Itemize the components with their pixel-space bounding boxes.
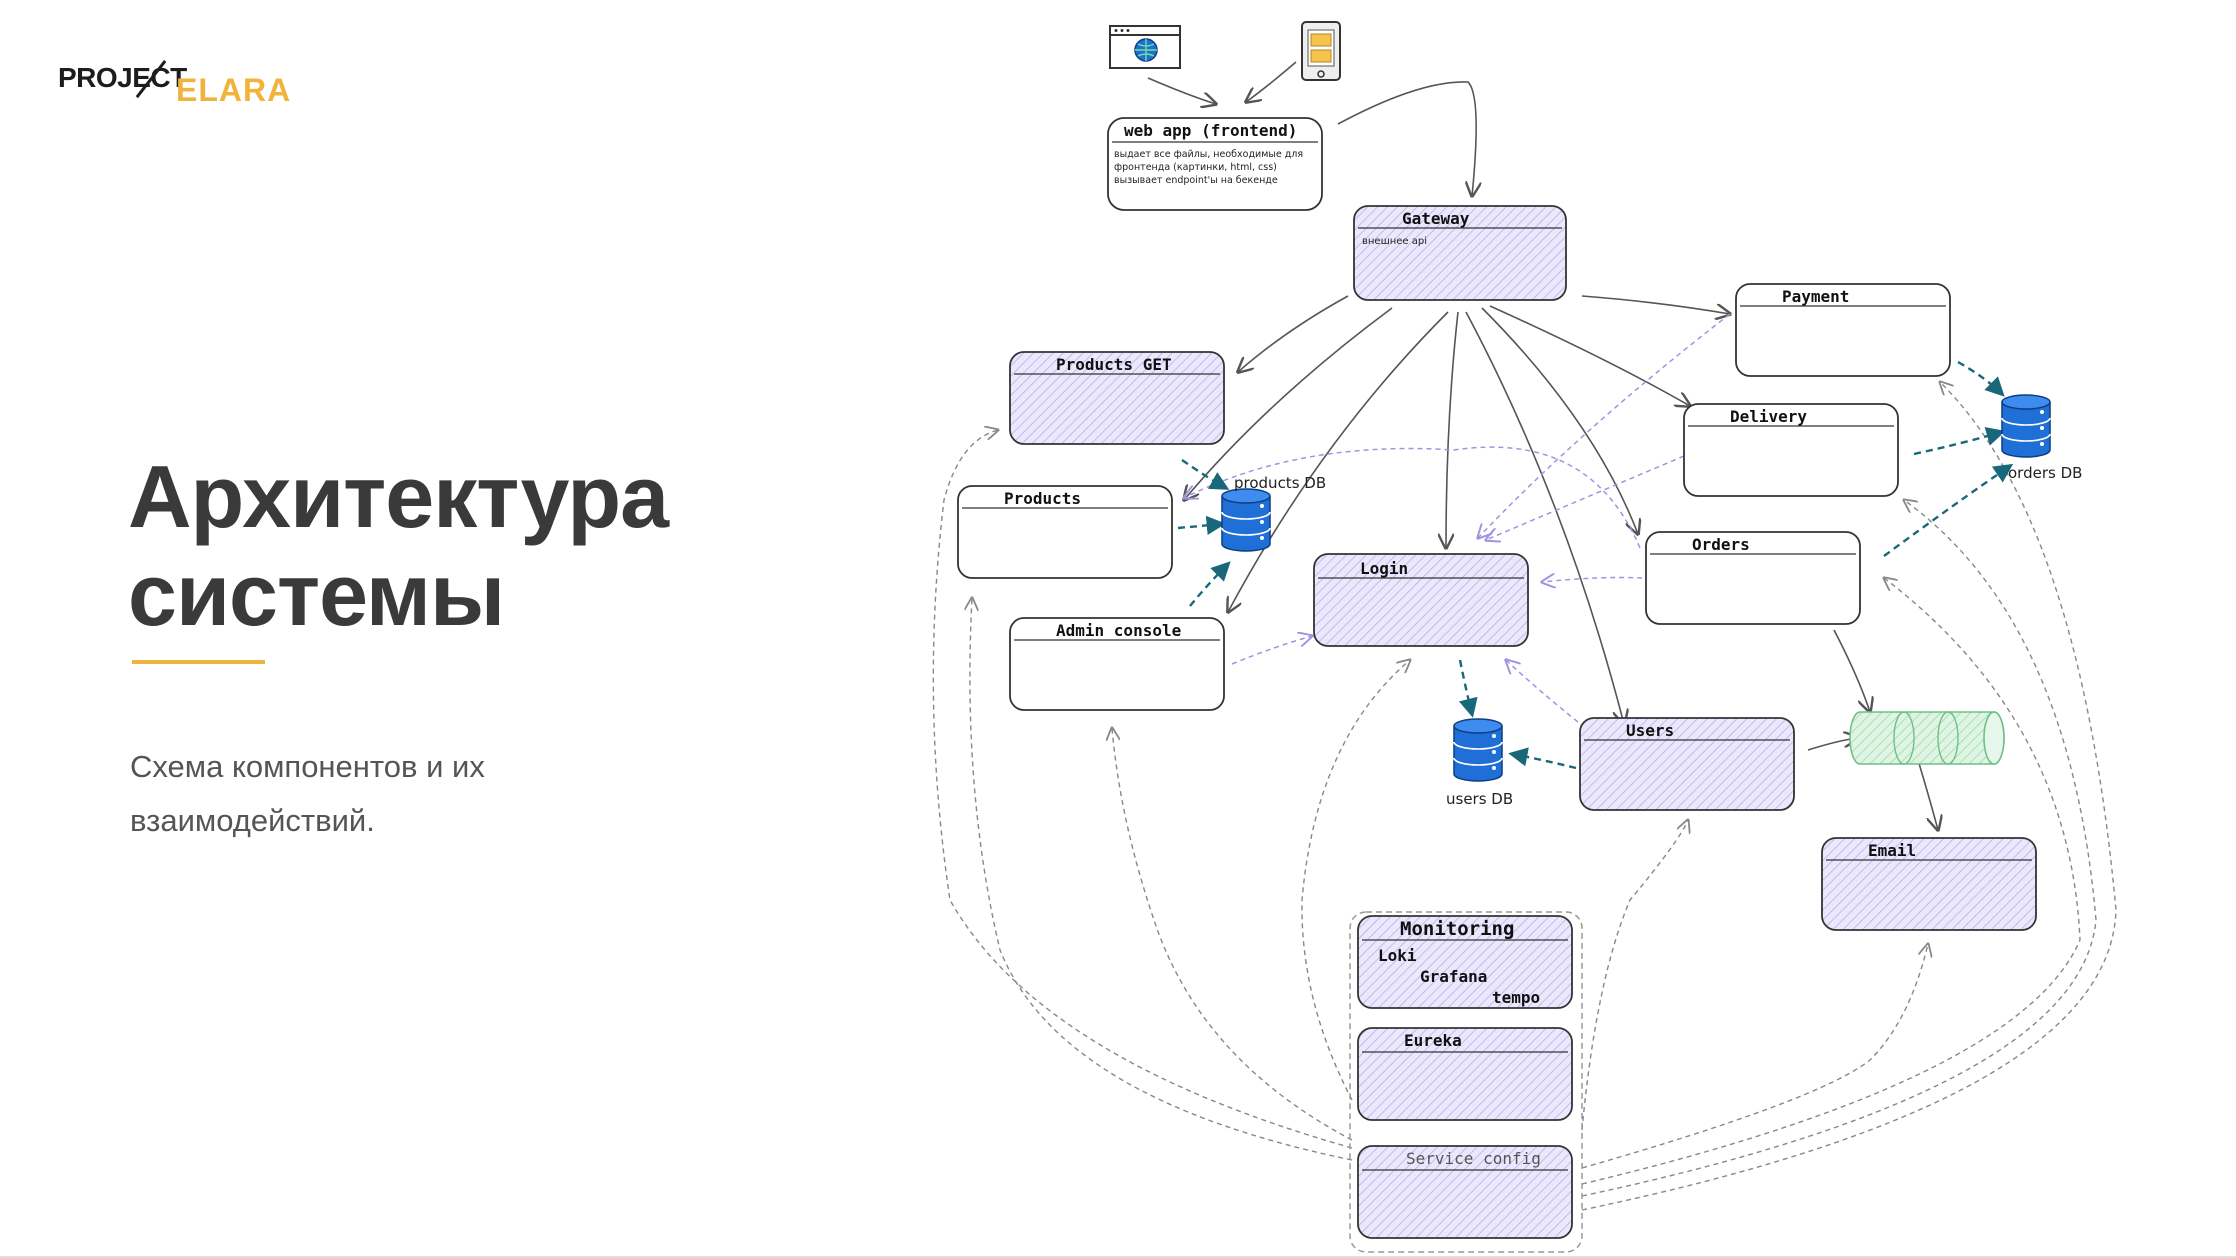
subtitle-line-1: Схема компонентов и их bbox=[130, 749, 485, 784]
users-title: Users bbox=[1626, 721, 1674, 740]
arrow-webapp-gateway bbox=[1337, 81, 1476, 196]
logo-project-text: PROJECT bbox=[58, 62, 187, 93]
config-to-admin bbox=[1112, 728, 1353, 1141]
arrow-mobile-webapp bbox=[1246, 61, 1297, 102]
subtitle: Схема компонентов и их взаимодействий. bbox=[130, 740, 690, 848]
message-queue bbox=[1849, 711, 2005, 765]
arrow-queue-email bbox=[1917, 759, 1938, 830]
title-line-1: Архитектура bbox=[128, 447, 669, 546]
database-icon bbox=[2001, 394, 2051, 458]
config-arrows bbox=[932, 382, 2117, 1211]
arrow-browser-webapp bbox=[1147, 77, 1216, 104]
node-webapp: web app (frontend) выдает все файлы, нео… bbox=[1107, 117, 1323, 211]
login-title: Login bbox=[1360, 559, 1408, 578]
node-orders: Orders bbox=[1645, 531, 1861, 625]
mobile-icon bbox=[1301, 21, 1341, 81]
monitoring-item-tempo: tempo bbox=[1492, 988, 1540, 1007]
node-payment: Payment bbox=[1735, 283, 1951, 377]
config-to-email bbox=[1581, 944, 1928, 1169]
node-admin-console: Admin console bbox=[1009, 617, 1225, 711]
arrow-users-login bbox=[1506, 660, 1579, 723]
config-to-productsget bbox=[932, 430, 1353, 1149]
delivery-title: Delivery bbox=[1730, 407, 1807, 426]
email-title: Email bbox=[1868, 841, 1916, 860]
arrow-payment-login bbox=[1478, 313, 1731, 538]
arrow-login-usersdb bbox=[1458, 659, 1478, 718]
users-db-label: users DB bbox=[1446, 790, 1513, 808]
webapp-title: web app (frontend) bbox=[1124, 121, 1297, 140]
browser-icon bbox=[1109, 25, 1181, 69]
config-to-delivery bbox=[1581, 500, 2097, 1197]
request-arrows bbox=[1147, 61, 1938, 830]
node-products-get: Products GET bbox=[1009, 351, 1225, 445]
node-service-config: Service config bbox=[1357, 1145, 1573, 1239]
arrow-admin-login bbox=[1231, 636, 1312, 665]
monitoring-item-loki: Loki bbox=[1378, 946, 1417, 965]
arrow-products-productsdb bbox=[1177, 515, 1226, 535]
webapp-note-2: фронтенда (картинки, html, css) bbox=[1114, 162, 1277, 173]
infra-group bbox=[1349, 911, 1583, 1253]
arrow-gateway-delivery bbox=[1489, 305, 1690, 406]
logo-elara-text: ELARA bbox=[176, 72, 292, 108]
service-config-title: Service config bbox=[1406, 1149, 1541, 1168]
database-icon bbox=[1221, 488, 1271, 552]
config-to-orders bbox=[1581, 578, 2081, 1185]
arrow-payment-ordersdb bbox=[1957, 360, 2005, 397]
internal-auth-arrows bbox=[1184, 313, 1731, 723]
admin-console-title: Admin console bbox=[1056, 621, 1181, 640]
payment-title: Payment bbox=[1782, 287, 1849, 306]
eureka-title: Eureka bbox=[1404, 1031, 1462, 1050]
arrow-orders-ordersdb bbox=[1883, 463, 2014, 557]
arrow-gateway-admin bbox=[1228, 311, 1449, 612]
arrow-gateway-login bbox=[1446, 311, 1459, 548]
monitoring-item-grafana: Grafana bbox=[1420, 967, 1487, 986]
arrow-orders-queue bbox=[1833, 629, 1870, 712]
orders-db-label: orders DB bbox=[2008, 464, 2082, 482]
node-email: Email bbox=[1821, 837, 2037, 931]
config-to-users bbox=[1581, 820, 1688, 1131]
node-users: Users bbox=[1579, 717, 1795, 811]
arrow-gateway-users bbox=[1465, 311, 1624, 724]
node-products: Products bbox=[957, 485, 1173, 579]
arrow-users-usersdb bbox=[1508, 747, 1577, 770]
node-login: Login bbox=[1313, 553, 1529, 647]
arrow-gateway-productsget bbox=[1238, 295, 1349, 372]
config-to-products bbox=[970, 598, 1353, 1161]
title-line-2: системы bbox=[128, 545, 505, 644]
users-db: users DB bbox=[1446, 718, 1513, 808]
node-eureka: Eureka bbox=[1357, 1027, 1573, 1121]
products-title: Products bbox=[1004, 489, 1081, 508]
bottom-divider bbox=[0, 1256, 2236, 1258]
products-db: products DB bbox=[1221, 474, 1326, 552]
arrow-admin-productsdb bbox=[1189, 561, 1231, 607]
products-get-title: Products GET bbox=[1056, 355, 1172, 374]
arrow-orders-login bbox=[1542, 578, 1643, 583]
monitoring-title: Monitoring bbox=[1400, 918, 1514, 940]
webapp-note-1: выдает все файлы, необходимые для bbox=[1114, 149, 1303, 160]
node-gateway: Gateway внешнее api bbox=[1353, 205, 1567, 301]
node-delivery: Delivery bbox=[1683, 403, 1899, 497]
logo: PROJECT ELARA bbox=[58, 56, 298, 108]
database-icon bbox=[1453, 718, 1503, 782]
orders-db: orders DB bbox=[2001, 394, 2082, 482]
db-arrows bbox=[1177, 360, 2014, 770]
arrow-gateway-payment bbox=[1581, 295, 1730, 314]
arrow-gateway-orders bbox=[1481, 307, 1638, 534]
webapp-note-3: вызывает endpoint'ы на бекенде bbox=[1114, 175, 1278, 186]
accent-underline bbox=[132, 660, 265, 664]
arrow-productsget-productsdb bbox=[1181, 459, 1230, 490]
page-title: Архитектура системы bbox=[128, 447, 669, 644]
gateway-note: внешнее api bbox=[1362, 236, 1427, 247]
gateway-title: Gateway bbox=[1402, 209, 1470, 228]
arrow-orders-products bbox=[1184, 446, 1641, 549]
orders-title: Orders bbox=[1692, 535, 1750, 554]
subtitle-line-2: взаимодействий. bbox=[130, 803, 375, 838]
products-db-label: products DB bbox=[1234, 474, 1326, 492]
config-to-login bbox=[1301, 660, 1410, 1101]
arrow-delivery-login bbox=[1486, 455, 1685, 540]
node-monitoring: Monitoring Loki Grafana tempo bbox=[1357, 915, 1573, 1009]
